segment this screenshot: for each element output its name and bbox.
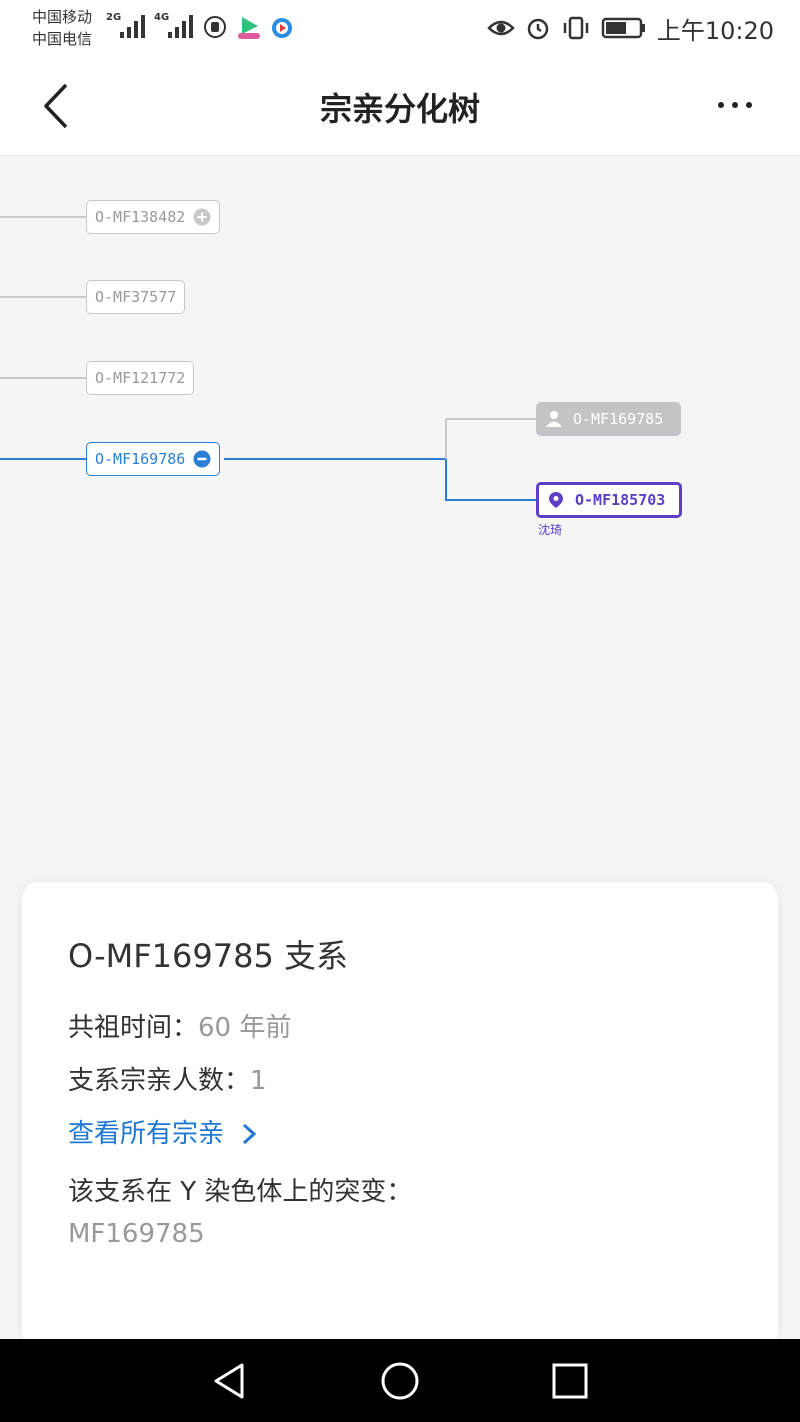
carrier-2: 中国电信 (32, 30, 93, 48)
mutation-value: MF169785 (68, 1219, 205, 1249)
back-button[interactable] (28, 78, 84, 134)
tree-node-o-mf185703[interactable]: O-MF185703 (536, 482, 682, 518)
collapse-minus-icon[interactable] (193, 450, 211, 468)
tree-node-o-mf169786[interactable]: O-MF169786 (86, 442, 221, 476)
tree-node-label: O-MF138482 (95, 208, 186, 226)
player-app-icon (272, 18, 292, 38)
more-options-button[interactable] (700, 90, 770, 120)
signal-1-label: 2G (106, 12, 122, 23)
lineage-tree[interactable]: O-MF138482 O-MF37577 O-MF121772 O-MF1697… (0, 156, 800, 886)
vibrate-icon (563, 16, 589, 40)
connector-line-active (445, 459, 536, 501)
carrier-1: 中国移动 (32, 8, 93, 26)
person-icon (546, 411, 562, 427)
page-title: 宗亲分化树 (319, 90, 480, 128)
status-right: 上午10:20 (487, 10, 774, 46)
signal-1-icon (120, 15, 145, 38)
system-nav-bar (0, 1339, 800, 1422)
common-ancestor-value: 60 年前 (198, 1013, 292, 1043)
tree-node-label: O-MF185703 (575, 491, 666, 509)
battery-icon (601, 17, 645, 39)
alarm-icon (527, 18, 549, 40)
expand-plus-icon[interactable] (193, 208, 211, 226)
clock: 上午10:20 (656, 16, 774, 45)
video-app-icon (238, 17, 260, 39)
chevron-left-icon (44, 83, 68, 129)
system-home-icon[interactable] (378, 1359, 422, 1403)
view-all-relatives-link[interactable]: 查看所有宗亲 (68, 1114, 732, 1154)
status-bar: 中国移动 中国电信 2G 4G (0, 0, 800, 56)
system-back-icon[interactable] (208, 1359, 252, 1403)
hand-icon (204, 16, 226, 38)
view-all-label: 查看所有宗亲 (68, 1119, 225, 1149)
branch-count-value: 1 (250, 1066, 267, 1096)
tree-node-sub-label: 沈琦 (538, 523, 563, 537)
more-dot-icon (746, 102, 752, 108)
tree-node-o-mf37577[interactable]: O-MF37577 (86, 280, 186, 314)
more-dot-icon (732, 102, 738, 108)
tree-node-label: O-MF169785 (573, 410, 664, 428)
mutation-label: 该支系在 Y 染色体上的突变： (68, 1177, 413, 1207)
chevron-right-icon (243, 1123, 257, 1145)
tree-node-o-mf121772[interactable]: O-MF121772 (86, 361, 195, 395)
carrier-info: 中国移动 中国电信 (32, 6, 92, 50)
card-title: O-MF169785 支系 (68, 937, 348, 975)
branch-count-row: 支系宗亲人数：1 (68, 1061, 732, 1101)
system-recents-icon[interactable] (548, 1359, 592, 1403)
tree-node-label: O-MF169786 (95, 450, 186, 468)
tree-node-o-mf138482[interactable]: O-MF138482 (86, 200, 221, 234)
signal-2-icon (168, 15, 193, 38)
nav-bar: 宗亲分化树 (0, 56, 800, 156)
tree-node-label: O-MF37577 (95, 288, 177, 306)
branch-count-label: 支系宗亲人数： (68, 1066, 251, 1096)
tree-connectors (0, 216, 536, 501)
more-dot-icon (718, 102, 724, 108)
location-pin-icon (549, 492, 563, 508)
common-ancestor-row: 共祖时间：60 年前 (68, 1008, 732, 1048)
eye-icon (487, 20, 515, 36)
tree-node-o-mf169785[interactable]: O-MF169785 (536, 402, 681, 436)
tree-node-label: O-MF121772 (95, 369, 186, 387)
common-ancestor-label: 共祖时间： (68, 1013, 199, 1043)
signal-2-label: 4G (154, 12, 170, 23)
branch-info-card: O-MF169785 支系 共祖时间：60 年前 支系宗亲人数：1 查看所有宗亲… (22, 882, 778, 1352)
